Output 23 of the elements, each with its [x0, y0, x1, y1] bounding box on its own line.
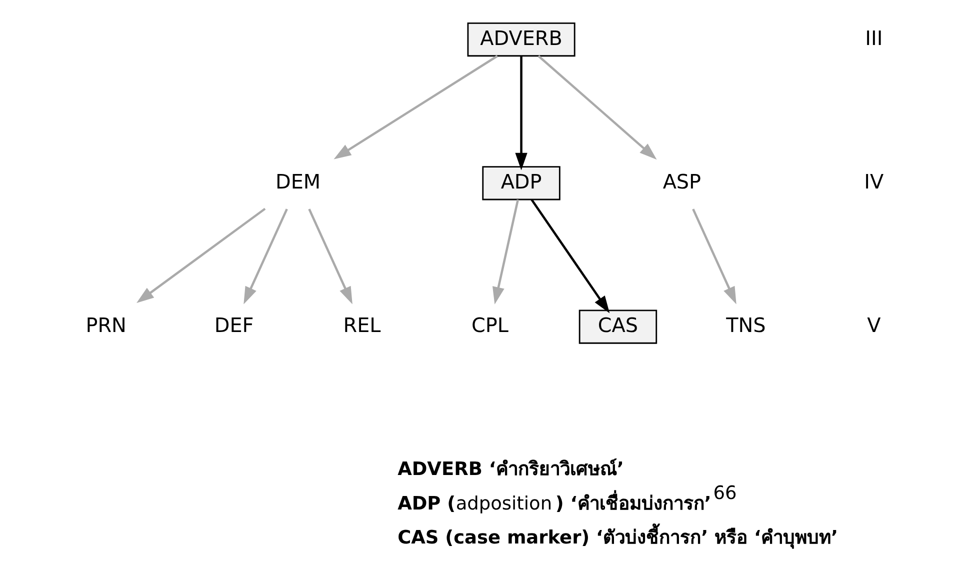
- arrow: [530, 198, 610, 314]
- label: III: [864, 26, 882, 50]
- node-text: PRN: [85, 314, 126, 338]
- arrow: [492, 199, 519, 304]
- label: IV: [864, 170, 884, 194]
- arrow: [692, 208, 736, 304]
- label: ADVERB ‘คำกริยาวิเศษณ์’: [397, 459, 624, 480]
- arrow: [333, 55, 498, 160]
- node-box: ADVERB: [466, 22, 575, 57]
- arrow: [243, 208, 288, 304]
- node-text: DEM: [275, 170, 320, 194]
- node-text: ASP: [662, 170, 701, 194]
- node-text: TNS: [726, 314, 766, 338]
- node-text: REL: [342, 314, 380, 338]
- node-box: ADP: [482, 166, 560, 200]
- arrow: [514, 56, 527, 170]
- arrow: [537, 55, 656, 160]
- arrow: [136, 208, 266, 304]
- node-box: CAS: [578, 310, 657, 344]
- label: V: [866, 314, 880, 338]
- node-text: DEF: [214, 314, 254, 338]
- arrow: [308, 208, 352, 304]
- node-text: CPL: [471, 314, 508, 338]
